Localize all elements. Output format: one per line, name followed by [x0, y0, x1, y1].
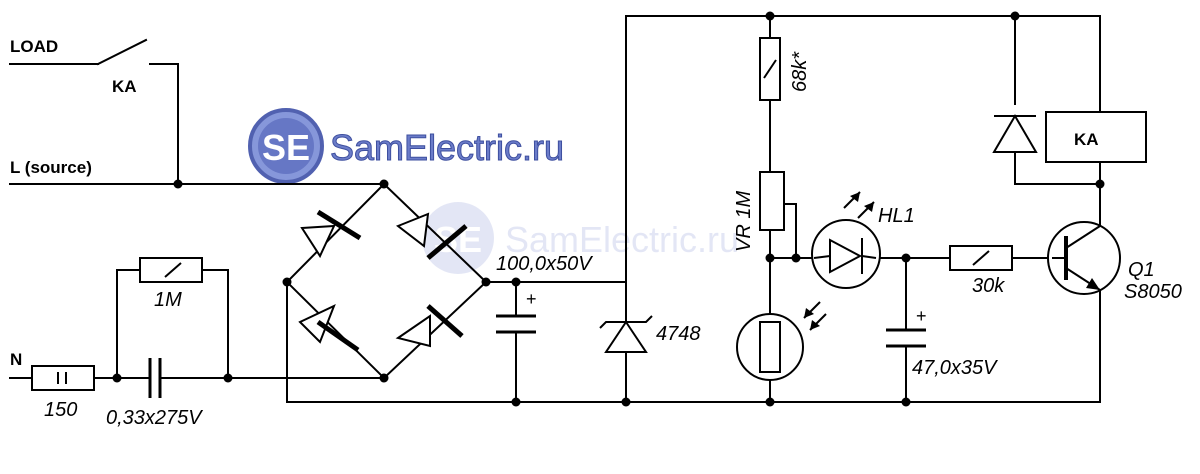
bridge-diode-bottom-left: [298, 304, 360, 353]
resistor-68k: [759, 37, 781, 101]
label-c47-plus: +: [916, 306, 927, 326]
label-r30k: 30k: [972, 275, 1005, 297]
label-hl1: HL1: [878, 205, 915, 227]
label-r1m: 1M: [154, 289, 182, 311]
label-c100: 100,0x50V: [496, 253, 593, 275]
resistor-150: [31, 365, 95, 391]
label-l-source: L (source): [10, 158, 92, 177]
label-s8050: S8050: [1124, 281, 1182, 303]
watermark-site-text: SamElectric.ru: [330, 127, 564, 168]
resistor-1m: [139, 257, 203, 283]
label-ka-relay: KA: [1074, 130, 1099, 149]
label-load: LOAD: [10, 37, 58, 56]
label-q1: Q1: [1128, 259, 1155, 281]
capacitor-033: [148, 358, 162, 398]
wire-1m-right: [201, 269, 229, 379]
junctions: [112, 11, 1105, 407]
label-r150: 150: [44, 399, 77, 421]
resistor-30k: [949, 245, 1013, 271]
label-c100-plus: +: [526, 289, 537, 309]
label-c47: 47,0x35V: [912, 357, 998, 379]
label-vr1m: VR 1M: [733, 191, 755, 252]
wire-1m-left: [116, 269, 141, 379]
bridge-diode-bottom-right: [395, 304, 464, 348]
transistor-q1: [1047, 221, 1121, 295]
watermark-faded-site-text: SamElectric.ru: [505, 219, 739, 260]
wire-ka-down: [149, 63, 179, 185]
capacitor-100: [496, 314, 536, 334]
wires: [9, 15, 1101, 403]
label-n: N: [10, 350, 22, 369]
bridge-diode-top-left: [300, 209, 362, 259]
watermark-logo: SE: [248, 108, 324, 184]
wire-bridge: [285, 182, 488, 403]
label-r68k: 68k*: [789, 51, 811, 92]
ka-contact: [96, 38, 148, 66]
zener-diode-4748: [599, 315, 653, 353]
label-c033: 0,33x275V: [106, 407, 203, 429]
watermark-logo-text: SE: [262, 127, 310, 168]
bridge-diode-top-right: [395, 212, 468, 260]
watermark-faded: SE SamElectric.ru: [422, 202, 739, 274]
led-hl1: [811, 191, 881, 289]
photoresistor: [736, 301, 827, 381]
relay-ka-coil: [1045, 111, 1147, 163]
label-zener: 4748: [656, 323, 701, 345]
wire-vr-wiper: [783, 203, 797, 259]
capacitor-47: [886, 328, 926, 348]
flyback-diode: [992, 114, 1038, 153]
label-ka-switch: KA: [112, 77, 137, 96]
variable-resistor-1m: [759, 171, 785, 231]
